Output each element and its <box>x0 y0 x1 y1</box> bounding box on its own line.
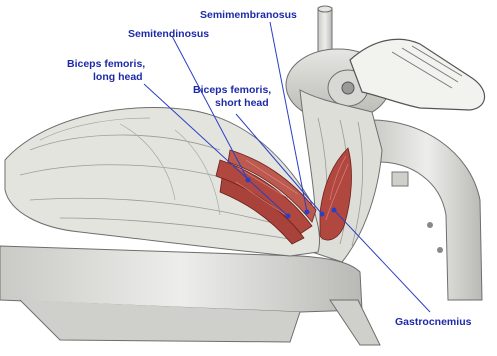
label-semitendinosus: Semitendinosus <box>128 28 209 40</box>
label-biceps-short-line2: short head <box>215 97 269 109</box>
machine-frame <box>372 120 482 300</box>
label-biceps-long-line2: long head <box>93 71 143 83</box>
label-biceps-long-line1: Biceps femoris, <box>67 58 145 70</box>
label-semimembranosus: Semimembranosus <box>200 9 297 21</box>
label-biceps-short-line1: Biceps femoris, <box>193 84 271 96</box>
frame-bracket <box>392 172 408 186</box>
frame-bolt <box>427 222 433 228</box>
label-gastrocnemius: Gastrocnemius <box>395 316 471 328</box>
frame-bolt <box>437 247 443 253</box>
